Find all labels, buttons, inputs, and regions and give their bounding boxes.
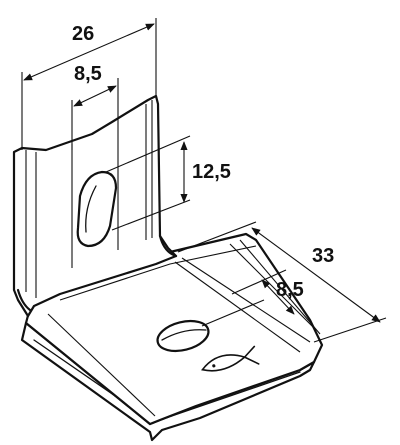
fish-icon (201, 345, 260, 372)
dimension-slot-height: 12,5 (105, 135, 231, 231)
dimension-26: 26 (21, 18, 157, 150)
round-hole (156, 319, 210, 353)
dim-label-slot-height: 12,5 (192, 161, 231, 183)
dim-label-hole-offset: 8,5 (276, 279, 304, 301)
dim-label-slot-width: 8,5 (74, 63, 102, 85)
dimension-hole-offset: 8,5 (201, 269, 304, 327)
upright-plate (12, 94, 178, 318)
dimension-slot-width: 8,5 (71, 63, 119, 150)
dimension-33: 33 (177, 221, 387, 343)
dim-label-base-length: 33 (312, 245, 334, 267)
oblong-slot (76, 170, 118, 248)
dim-label-width-top: 26 (72, 23, 94, 45)
